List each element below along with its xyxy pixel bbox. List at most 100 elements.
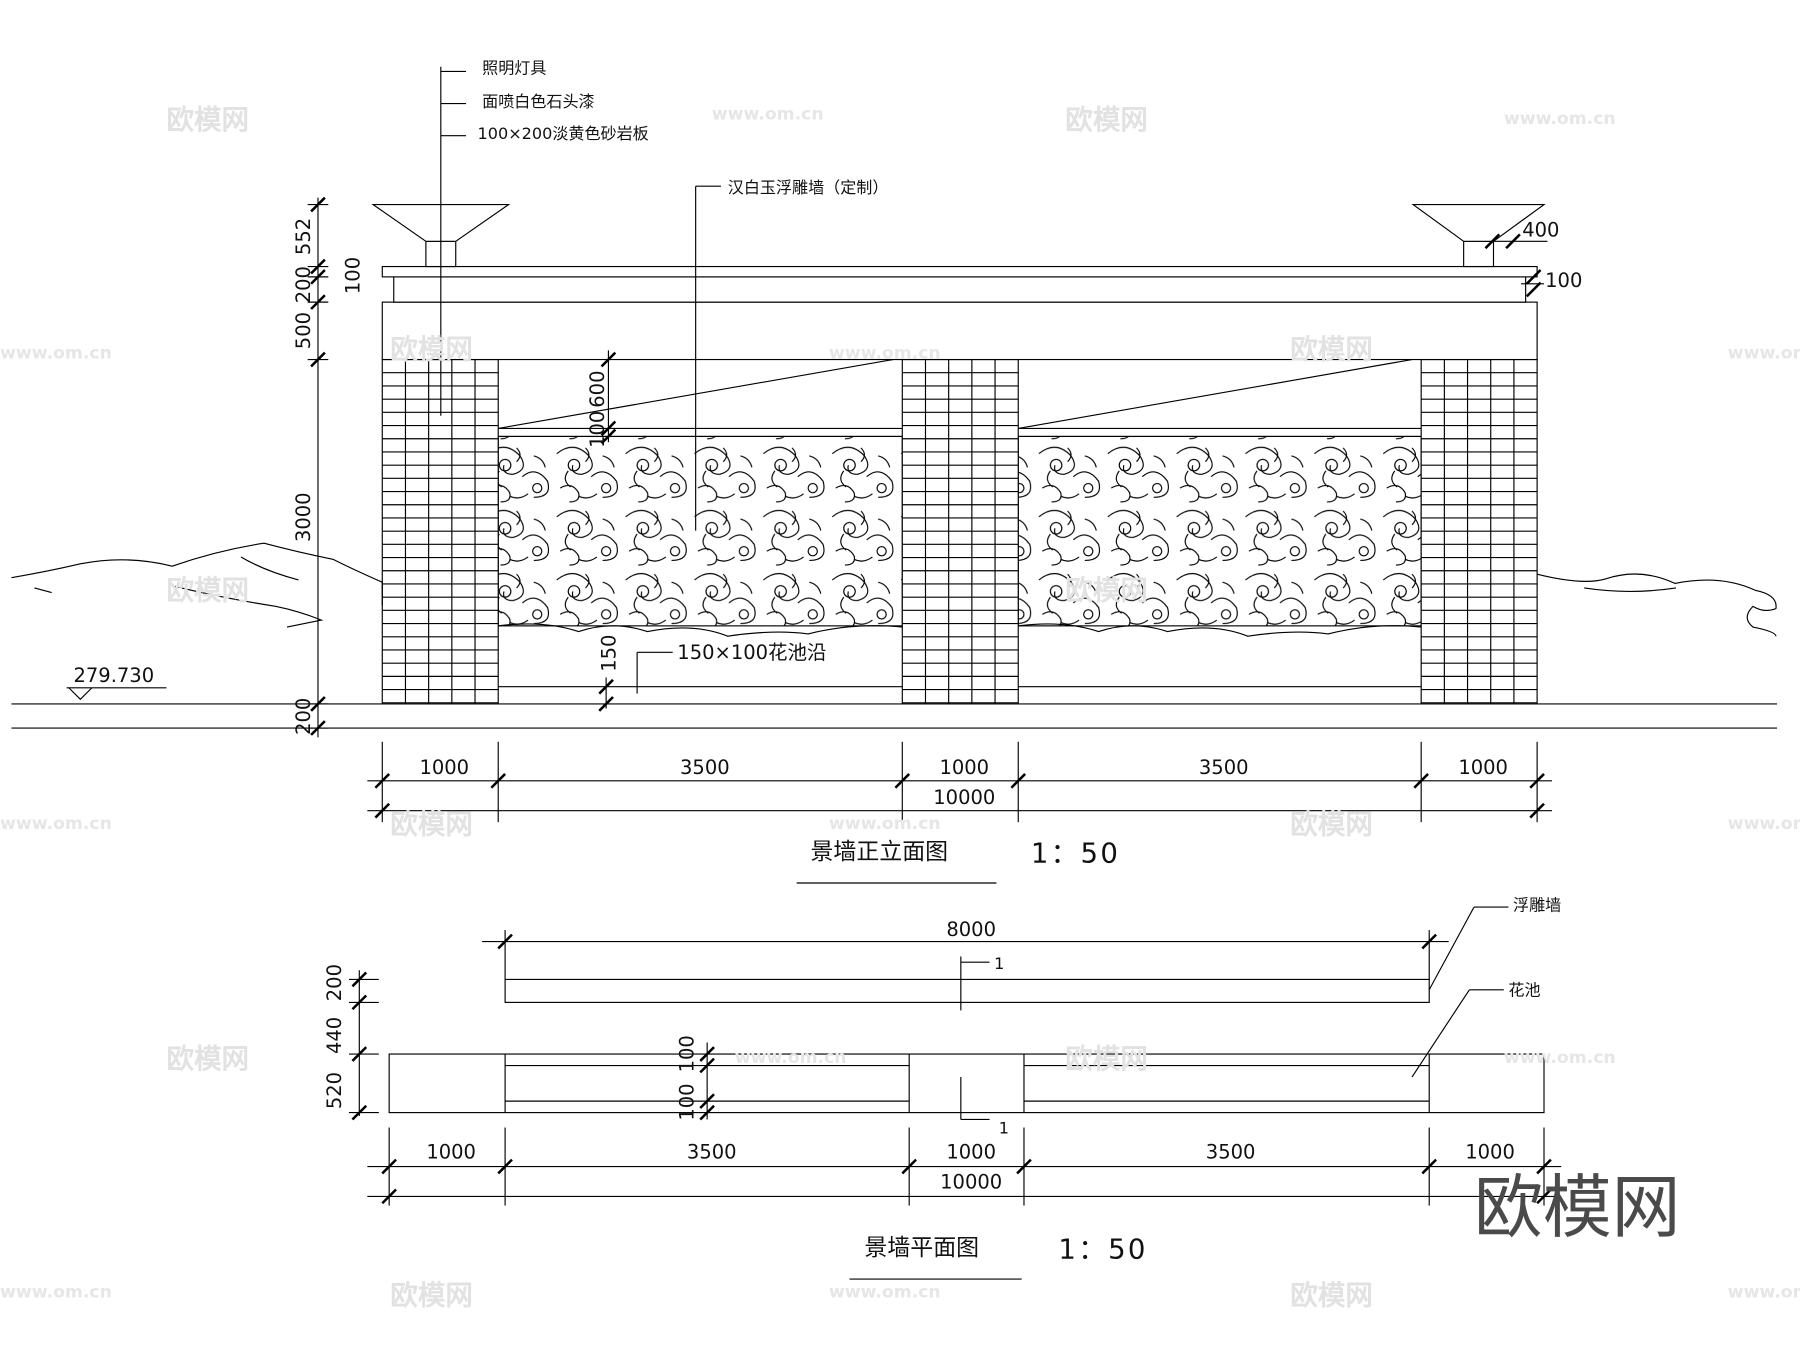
callout-lighting: 照明灯具 xyxy=(482,59,546,78)
leader-relief-plan xyxy=(1428,906,1475,991)
section-mark-top: 1 xyxy=(994,954,1004,973)
dim-tick xyxy=(699,1104,715,1121)
cap-slab xyxy=(381,265,1538,278)
watermark-url: www.om.cn xyxy=(829,343,941,363)
dim-total: 10000 xyxy=(933,786,995,809)
dim-600: 600 xyxy=(586,371,609,408)
watermark-url: www.om.cn xyxy=(1504,1048,1616,1068)
watermark-url: www.om.cn xyxy=(712,105,824,125)
dim-tick xyxy=(699,1057,715,1074)
dim-cap-100: 100 xyxy=(1545,269,1582,292)
dim-552: 552 xyxy=(292,218,315,255)
watermark-logo: 欧模网 xyxy=(1290,333,1373,365)
callout-planter-edge: 150×100花池沿 xyxy=(677,641,826,664)
callout-white-paint: 面喷白色石头漆 xyxy=(482,92,594,111)
watermark-url: www.om.cn xyxy=(829,1282,941,1302)
plan-scale: 1：50 xyxy=(1058,1233,1147,1265)
watermark-url: www.om.cn xyxy=(735,1048,847,1068)
plan-planter xyxy=(388,1053,1545,1114)
watermark-logo: 欧模网 xyxy=(390,809,473,841)
sloped-line xyxy=(1018,358,1413,429)
plan-dim-520: 520 xyxy=(323,1072,346,1109)
level-mark: 279.730 xyxy=(73,664,154,687)
dim-500: 500 xyxy=(292,312,315,349)
dim-h-5: 1000 xyxy=(1458,756,1508,779)
watermark-logo: 欧模网 xyxy=(166,1043,249,1075)
plan-dim-h-3: 1000 xyxy=(946,1141,996,1164)
dim-200-base: 200 xyxy=(292,698,315,735)
dim-h-2: 3500 xyxy=(680,756,730,779)
dim-h-3: 1000 xyxy=(939,756,989,779)
watermark-url: www.om.cn xyxy=(1728,1282,1800,1302)
plan-dim-200: 200 xyxy=(323,964,346,1001)
watermark-logo: 欧模网 xyxy=(390,333,473,365)
watermark-url: www.om.cn xyxy=(1728,814,1800,834)
watermark-logo: 欧模网 xyxy=(1290,1279,1373,1311)
dim-tick xyxy=(381,1188,397,1205)
plan-dim-100b: 100 xyxy=(675,1083,698,1120)
dim-tick xyxy=(1525,281,1542,298)
plan-dim-h-4: 3500 xyxy=(1206,1141,1256,1164)
watermark-logo: 欧模网 xyxy=(1065,1043,1148,1075)
plan-dim-h-1: 1000 xyxy=(426,1141,476,1164)
dim-200: 200 xyxy=(292,266,315,303)
dim-tick xyxy=(1484,233,1501,250)
dim-tick xyxy=(1529,802,1545,819)
logo-watermark: 欧模网 xyxy=(1474,1168,1681,1248)
dim-tick xyxy=(600,428,617,445)
callout-sandstone: 100×200淡黄色砂岩板 xyxy=(478,124,649,143)
relief-bottom-edge xyxy=(1018,623,1422,637)
rock-left xyxy=(11,542,383,628)
elevation-title: 景墙正立面图 xyxy=(810,839,948,865)
dim-tick xyxy=(598,696,614,712)
plan-dim-h-2: 3500 xyxy=(687,1141,737,1164)
dim-tick xyxy=(1536,1188,1552,1205)
dim-h-4: 3500 xyxy=(1199,756,1249,779)
cap xyxy=(393,276,1527,303)
relief-bottom-edge xyxy=(498,623,903,637)
plan-dim-440: 440 xyxy=(323,1017,346,1054)
watermark-url: www.om.cn xyxy=(0,343,112,363)
watermark-logo: 欧模网 xyxy=(166,104,249,136)
leader-planter-plan xyxy=(1411,989,1470,1078)
dim-100: 100 xyxy=(341,257,364,294)
dim-tick xyxy=(699,1046,715,1062)
dim-tick xyxy=(1525,269,1542,285)
relief-panel xyxy=(497,435,903,627)
dim-lamp-400: 400 xyxy=(1522,219,1559,242)
watermarks: 欧模网欧模网欧模网欧模网欧模网欧模网欧模网欧模网欧模网欧模网欧模网欧模网www.… xyxy=(0,104,1800,1312)
watermark-logo: 欧模网 xyxy=(1290,809,1373,841)
plan-dim-total: 10000 xyxy=(940,1170,1002,1193)
callout-relief: 浮雕墙 xyxy=(1513,896,1561,915)
plan-relief-wall xyxy=(504,978,1430,1003)
watermark-logo: 欧模网 xyxy=(166,574,249,606)
watermark-url: www.om.cn xyxy=(0,1282,112,1302)
dim-tick xyxy=(600,351,617,368)
watermark-url: www.om.cn xyxy=(1728,343,1800,363)
watermark-url: www.om.cn xyxy=(0,814,112,834)
callout-relief-wall: 汉白玉浮雕墙（定制） xyxy=(728,178,889,197)
drawing-geometry xyxy=(11,66,1778,1280)
dim-h-1: 1000 xyxy=(419,756,469,779)
level-triangle xyxy=(68,687,93,701)
callout-planter: 花池 xyxy=(1508,981,1540,1000)
dim-tick xyxy=(699,1093,715,1109)
plan-dim-8000: 8000 xyxy=(946,918,996,941)
dim-100-panel: 100 xyxy=(586,411,609,448)
plan-dim-h-5: 1000 xyxy=(1465,1141,1515,1164)
section-mark-bottom: 1 xyxy=(999,1118,1009,1137)
watermark-url: www.om.cn xyxy=(829,814,941,834)
plan-title: 景墙平面图 xyxy=(864,1235,979,1261)
dim-tick xyxy=(374,802,391,819)
dim-150: 150 xyxy=(597,635,620,672)
watermark-logo: 欧模网 xyxy=(390,1279,473,1311)
watermark-url: www.om.cn xyxy=(1504,109,1616,129)
dim-tick xyxy=(598,678,614,695)
watermark-logo: 欧模网 xyxy=(1065,574,1148,606)
dim-3000: 3000 xyxy=(292,492,315,542)
elevation-scale: 1：50 xyxy=(1031,837,1120,869)
dim-tick xyxy=(1505,233,1521,250)
plan-dim-100a: 100 xyxy=(675,1035,698,1072)
